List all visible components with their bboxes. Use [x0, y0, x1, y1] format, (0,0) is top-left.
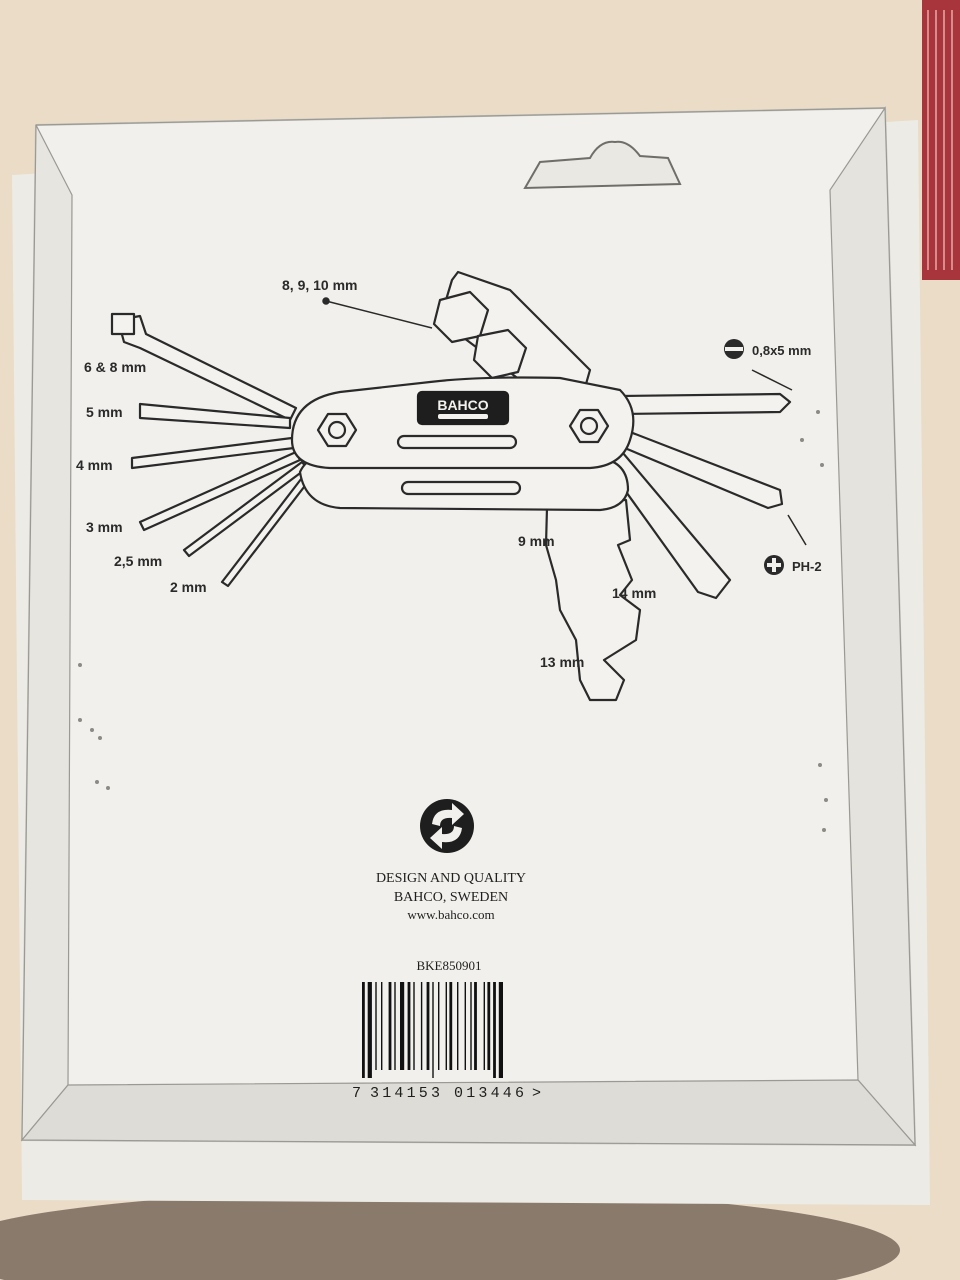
barcode-background: [360, 978, 538, 1078]
callout-2mm: 2 mm: [170, 579, 207, 595]
barcode-bar: [426, 982, 430, 1070]
bolt-left-hole: [327, 420, 347, 440]
bolt-right-hole: [579, 416, 599, 436]
barcode-bar: [388, 982, 392, 1070]
bevel-top: [35, 107, 886, 126]
socket-head-2: [472, 328, 528, 380]
body-slot-2: [400, 480, 522, 496]
barcode-bar: [413, 982, 415, 1070]
barcode-bar: [420, 982, 423, 1070]
footer-line-1: DESIGN AND QUALITY: [376, 871, 526, 886]
fabric-pattern: [927, 10, 953, 270]
callout-phillips: PH-2: [792, 559, 822, 574]
barcode: [362, 982, 503, 1078]
callout-3mm: 3 mm: [86, 519, 123, 535]
barcode-bar: [400, 982, 405, 1070]
brand-logo-swoosh: [438, 414, 488, 419]
callout-9mm: 9 mm: [518, 533, 555, 549]
brand-logo: BAHCO: [437, 397, 488, 413]
callout-13mm: 13 mm: [540, 654, 584, 670]
callout-5mm: 5 mm: [86, 404, 123, 420]
body-slot-1: [396, 434, 518, 450]
barcode-bar: [474, 982, 477, 1070]
barcode-bar: [487, 982, 491, 1070]
footer-line-2: BAHCO, SWEDEN: [394, 890, 508, 905]
recycle-icon: [420, 799, 474, 853]
model-number: BKE850901: [417, 958, 482, 973]
callout-6-8mm: 6 & 8 mm: [84, 359, 146, 375]
barcode-bar: [457, 982, 459, 1070]
barcode-bar: [394, 982, 396, 1070]
hex-key-6-8: [116, 314, 298, 422]
barcode-bar: [464, 982, 466, 1070]
barcode-bar: [367, 982, 372, 1078]
multitool-illustration: [110, 270, 792, 702]
flat-slot: [725, 347, 743, 351]
wrench-blade: [544, 468, 642, 702]
hex-bit-tip: [110, 312, 136, 336]
barcode-first-digit: 7: [352, 1085, 361, 1102]
barcode-bar: [362, 982, 365, 1078]
barcode-end-mark: >: [532, 1085, 541, 1102]
flat-screwdriver: [618, 392, 792, 416]
phillips-cross-v: [772, 558, 776, 572]
callout-14mm: 14 mm: [612, 585, 656, 601]
callout-8-9-10mm: 8, 9, 10 mm: [282, 277, 358, 293]
barcode-bar: [470, 982, 472, 1070]
hex-key-5: [138, 402, 292, 430]
barcode-bar: [498, 982, 503, 1078]
barcode-bar: [381, 982, 383, 1070]
footer-website: www.bahco.com: [407, 907, 494, 922]
print-marks: [78, 410, 828, 832]
barcode-bar: [375, 982, 377, 1070]
leader-lines: [322, 297, 807, 546]
callout-flat-screwdriver: 0,8x5 mm: [752, 343, 811, 358]
shadow: [0, 1190, 900, 1280]
barcode-bar: [432, 982, 434, 1078]
barcode-bar: [493, 982, 496, 1078]
barcode-bar: [449, 982, 453, 1070]
callout-4mm: 4 mm: [76, 457, 113, 473]
barcode-bar: [445, 982, 447, 1070]
barcode-bar: [407, 982, 411, 1070]
callout-2-5mm: 2,5 mm: [114, 553, 162, 569]
barcode-bar: [483, 982, 485, 1070]
hang-hole: [523, 140, 682, 190]
bevel-bottom: [20, 1079, 917, 1146]
barcode-bar: [438, 982, 440, 1070]
